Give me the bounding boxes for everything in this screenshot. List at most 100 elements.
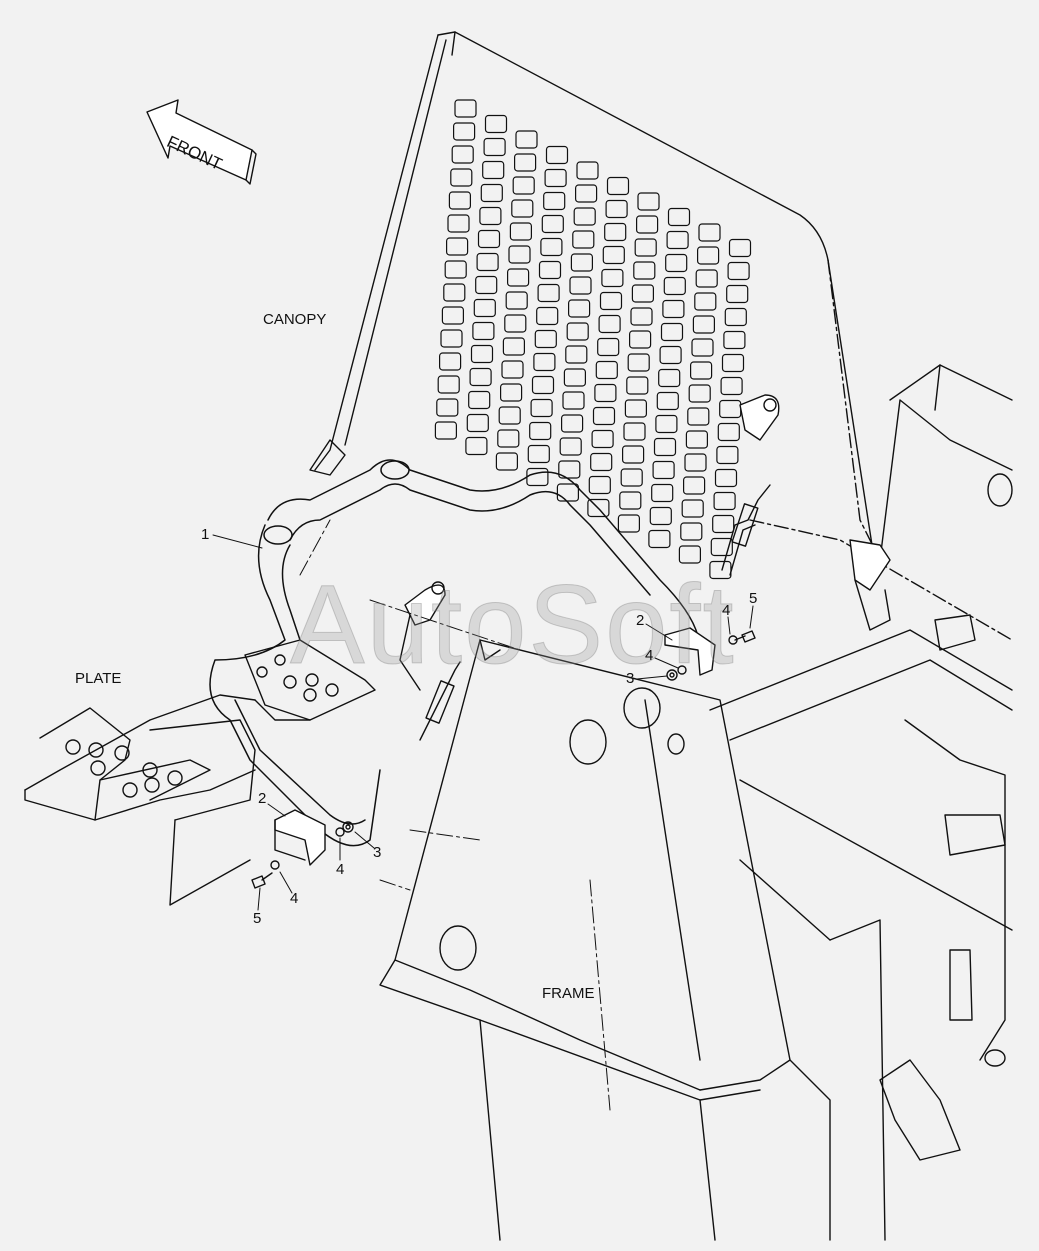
canopy-hole — [556, 483, 580, 502]
canopy-hole — [623, 422, 646, 441]
canopy-hole — [529, 421, 552, 441]
canopy-hole — [437, 375, 460, 394]
callout-3-left: 3 — [373, 844, 382, 861]
canopy-hole — [454, 99, 477, 118]
canopy-hole — [545, 145, 569, 165]
canopy-hole — [500, 383, 523, 402]
canopy-hole — [572, 230, 595, 249]
canopy-hole — [688, 384, 711, 403]
canopy-hole — [446, 237, 469, 256]
canopy-hole — [720, 376, 743, 396]
canopy-hole — [513, 153, 537, 172]
canopy-hole — [477, 229, 501, 249]
hardware — [251, 630, 756, 889]
canopy-hole — [483, 137, 506, 157]
canopy-hole — [595, 360, 618, 380]
canopy-hole — [660, 322, 684, 342]
gas-strut-right — [721, 394, 780, 576]
canopy-hole — [594, 383, 617, 403]
canopy-hole — [502, 337, 525, 356]
callout-4-left-lower: 4 — [290, 890, 299, 907]
canopy-hole — [559, 437, 582, 456]
canopy-hole — [484, 114, 508, 134]
canopy-hole — [666, 230, 689, 250]
canopy-hole — [598, 314, 621, 334]
canopy-hole — [727, 261, 750, 281]
canopy-hole — [444, 260, 467, 279]
canopy-hole — [526, 467, 549, 487]
canopy-hole — [537, 283, 560, 303]
canopy-hole — [544, 168, 567, 188]
canopy-hole — [628, 330, 652, 349]
canopy-hole — [569, 276, 592, 295]
canopy-hole — [560, 414, 584, 433]
canopy-label: CANOPY — [263, 311, 327, 328]
canopy-hole — [721, 353, 745, 373]
canopy-hole — [515, 130, 538, 149]
canopy-hole — [682, 476, 706, 495]
canopy-hole — [536, 306, 559, 326]
canopy-hole — [573, 207, 596, 226]
canopy-hole — [631, 284, 655, 303]
canopy-hole — [687, 407, 710, 426]
canopy-hole — [678, 545, 702, 564]
canopy-hole — [439, 352, 462, 371]
canopy-hole — [662, 299, 685, 319]
canopy-hole — [604, 222, 627, 242]
canopy-hole — [691, 338, 714, 357]
canopy-hole — [667, 207, 691, 227]
canopy-hole — [684, 453, 707, 472]
canopy-hole — [588, 475, 611, 495]
callout-4-right: 4 — [722, 602, 731, 619]
canopy-hole — [620, 468, 643, 487]
frame-label: FRAME — [542, 985, 595, 1002]
canopy-hole — [530, 398, 553, 418]
callout-2-right: 2 — [636, 612, 645, 629]
canopy-hole — [558, 460, 581, 479]
canopy-hole — [694, 292, 717, 311]
canopy-hole — [716, 445, 739, 465]
canopy-hole — [606, 176, 630, 196]
canopy-hole — [681, 499, 704, 518]
canopy-hole — [512, 176, 535, 195]
canopy-hole — [563, 368, 587, 387]
canopy-hole — [534, 329, 557, 349]
canopy-hole — [533, 352, 556, 372]
canopy-hole — [656, 391, 679, 411]
canopy-hole — [651, 483, 674, 503]
canopy-hole — [475, 275, 498, 295]
canopy-hole — [450, 168, 473, 187]
canopy-hole — [576, 161, 599, 180]
canopy-hole — [665, 253, 688, 273]
canopy-hole — [440, 329, 463, 348]
plate-label: PLATE — [75, 670, 122, 687]
canopy-hole — [567, 299, 591, 318]
canopy-hole — [692, 315, 716, 334]
canopy-hole — [509, 222, 532, 241]
bracket-left — [274, 809, 326, 866]
canopy-hole — [634, 238, 657, 257]
canopy-hole — [717, 422, 740, 442]
canopy-hole — [663, 276, 686, 296]
canopy-hole — [712, 514, 735, 534]
canopy-hole — [695, 269, 718, 288]
canopy-hole — [714, 468, 738, 488]
canopy-hole — [630, 307, 653, 326]
canopy-hole — [648, 529, 671, 549]
canopy-hole — [591, 429, 614, 449]
canopy-hole — [726, 284, 749, 304]
canopy-hole — [448, 191, 471, 210]
callout-1: 1 — [201, 526, 210, 543]
canopy-hole — [495, 452, 518, 471]
canopy-hole — [541, 214, 564, 234]
canopy-hole — [655, 414, 678, 434]
canopy-hole — [473, 298, 496, 318]
centerlines — [299, 519, 611, 1111]
canopy-hole — [527, 444, 550, 464]
canopy-hole — [511, 199, 534, 218]
canopy-hole — [472, 321, 495, 341]
canopy-hole — [465, 436, 488, 456]
canopy-hole — [635, 215, 659, 234]
